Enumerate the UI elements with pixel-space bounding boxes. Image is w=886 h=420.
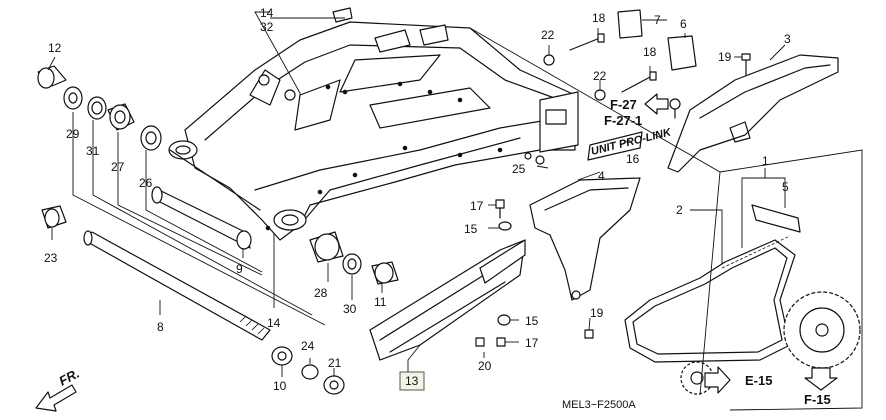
- callout-19-upper: 19: [718, 50, 732, 64]
- callout-17-upper: 17: [470, 199, 484, 213]
- drive-chain-assembly: [624, 204, 861, 395]
- callout-25: 25: [512, 162, 526, 176]
- callout-23: 23: [44, 251, 58, 265]
- chain-slider: [369, 239, 526, 361]
- ref-f27-1: F-27-1: [604, 113, 642, 128]
- callout-8: 8: [157, 320, 164, 334]
- front-direction-arrow-icon: [35, 384, 77, 412]
- callout-18-lower: 18: [643, 45, 657, 59]
- diagram-code: MEL3−F2500A: [562, 399, 636, 411]
- callout-7: 7: [654, 13, 661, 27]
- callout-22-lower: 22: [593, 69, 607, 83]
- callout-26: 26: [139, 176, 153, 190]
- callout-6: 6: [680, 17, 687, 31]
- callout-15-upper: 15: [464, 222, 478, 236]
- callout-13-box: [399, 371, 425, 391]
- callout-13: 13: [405, 374, 419, 388]
- swingarm: [168, 21, 579, 241]
- chain-guard: [529, 177, 641, 301]
- callout-27: 27: [111, 160, 125, 174]
- ref-f27: F-27: [610, 97, 637, 112]
- callout-15-lower: 15: [525, 314, 539, 328]
- chain-case: [667, 54, 839, 173]
- arrow-right-icon: [704, 366, 731, 394]
- callout-10: 10: [273, 379, 287, 393]
- callout-24: 24: [301, 339, 315, 353]
- callout-31: 31: [86, 144, 100, 158]
- callout-labels: 12 29 31 27 26 23 9 8 14 14 32 28 30 11 …: [44, 6, 791, 393]
- leader-lines: [47, 11, 863, 411]
- callout-16: 16: [626, 152, 640, 166]
- callout-20: 20: [478, 359, 492, 373]
- callout-30: 30: [343, 302, 357, 316]
- callout-9: 9: [236, 262, 243, 276]
- ref-f15: F-15: [804, 392, 831, 407]
- callout-29: 29: [66, 127, 80, 141]
- callout-1: 1: [762, 154, 769, 168]
- callout-12: 12: [48, 41, 62, 55]
- ref-e15: E-15: [745, 373, 772, 388]
- hardware: [332, 7, 751, 347]
- callout-2: 2: [676, 203, 683, 217]
- callout-5: 5: [782, 180, 789, 194]
- callout-14-lower: 14: [267, 316, 281, 330]
- front-direction-label: FR.: [56, 366, 82, 389]
- callout-32: 32: [260, 20, 274, 34]
- callout-28: 28: [314, 286, 328, 300]
- callout-18-upper: 18: [592, 11, 606, 25]
- callout-3: 3: [784, 32, 791, 46]
- callout-19-lower: 19: [590, 306, 604, 320]
- callout-11: 11: [374, 295, 387, 309]
- callout-22-upper: 22: [541, 28, 555, 42]
- callout-17-lower: 17: [525, 336, 539, 350]
- callout-21: 21: [328, 356, 342, 370]
- pivot-components: [37, 65, 271, 341]
- reference-arrows: [35, 93, 838, 412]
- callout-4: 4: [598, 169, 605, 183]
- arrow-down-icon: [804, 367, 838, 391]
- arrow-left-icon: [644, 93, 669, 115]
- callout-14-upper: 14: [260, 6, 274, 20]
- pivot-bearings-right: [271, 231, 399, 395]
